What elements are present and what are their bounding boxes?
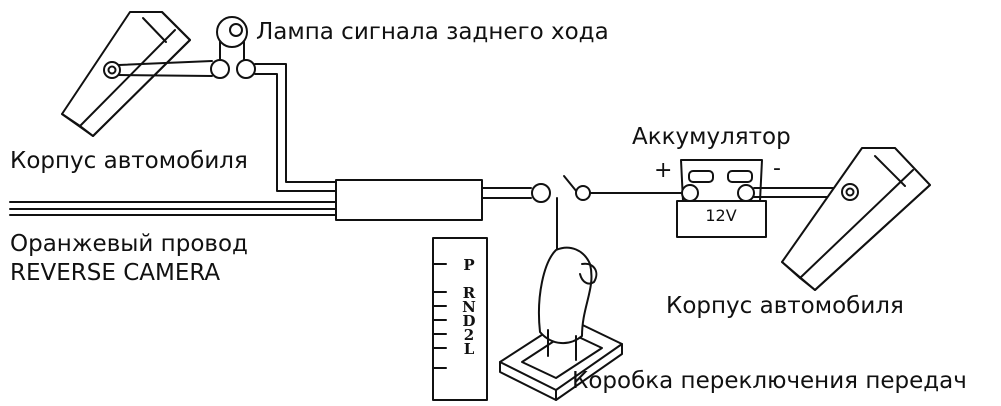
reverse-lamp-icon [210, 16, 256, 79]
gear-p: P [463, 256, 475, 274]
car-body-panel-right [781, 147, 931, 291]
battery-minus-sign: - [773, 156, 781, 181]
battery-plus-sign: + [654, 158, 673, 183]
gear-indicator [432, 237, 488, 401]
gear-l: L [463, 340, 475, 358]
box-to-switch-wire [481, 187, 532, 199]
gear-2: 2 [463, 326, 475, 344]
label-car-body-left: Корпус автомобиля [10, 148, 248, 174]
orange-wire [9, 201, 337, 216]
battery-icon [676, 159, 767, 238]
label-reverse-lamp: Лампа сигнала заднего хода [256, 19, 609, 45]
car-body-panel-left [61, 11, 191, 137]
gear-d: D [462, 312, 476, 330]
label-gearbox: Коробка переключения передач [572, 368, 967, 394]
battery-voltage: 12V [705, 206, 737, 225]
label-car-body-right: Корпус автомобиля [666, 293, 904, 319]
label-battery: Аккумулятор [632, 124, 791, 150]
control-box [335, 179, 483, 221]
label-reverse-camera: REVERSE CAMERA [10, 260, 221, 286]
gear-n: N [462, 298, 476, 316]
label-orange-wire: Оранжевый провод [10, 231, 248, 257]
gear-r: R [462, 284, 476, 302]
ground-wire-left [118, 60, 213, 77]
lamp-wire [254, 63, 337, 192]
gear-lever-icon [499, 246, 623, 401]
